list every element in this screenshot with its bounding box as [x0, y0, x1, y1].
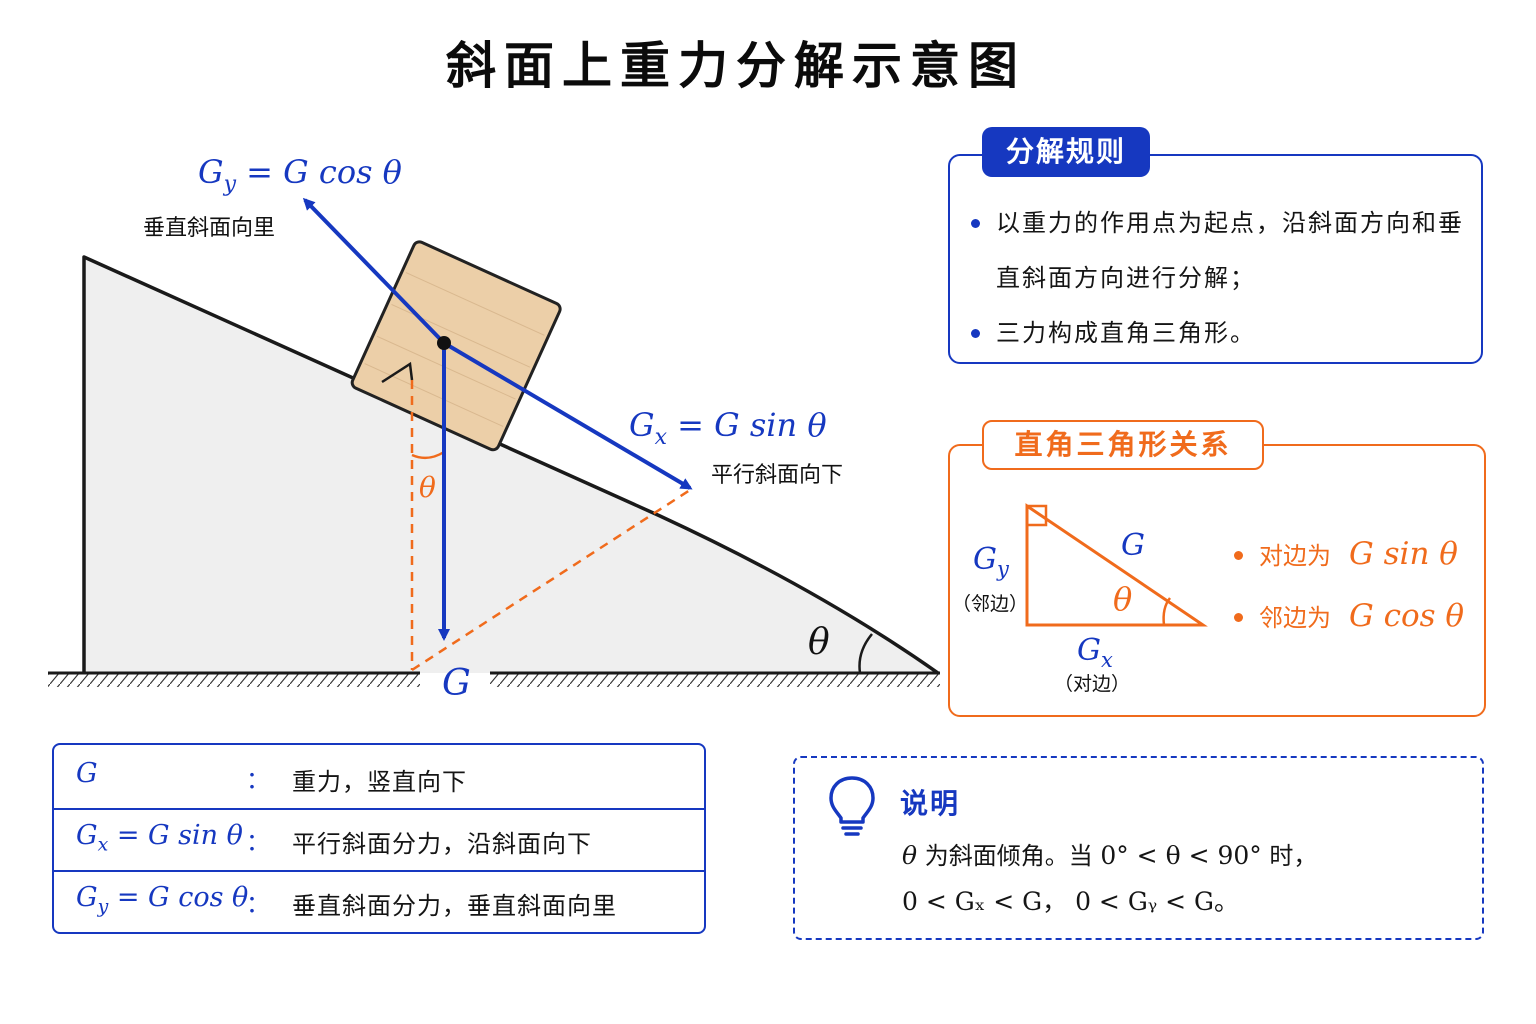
legend-row: G ： 重力，竖直向下 [54, 748, 704, 810]
page-title: 斜面上重力分解示意图 [446, 37, 1026, 95]
rule-item: 三力构成直角三角形。 [968, 306, 1468, 361]
legend-description: 平行斜面分力，沿斜面向下 [292, 830, 592, 858]
incline-slope [84, 257, 938, 673]
base-theta-label: θ [808, 622, 830, 663]
legend-colon: ： [246, 890, 270, 918]
triangle-theta-label: θ [1113, 580, 1132, 618]
legend-row: Gy = G cos θ ： 垂直斜面分力，垂直斜面向里 [54, 870, 704, 934]
rule-item: 以重力的作用点为起点，沿斜面方向和垂直斜面方向进行分解； [968, 196, 1468, 306]
legend-symbol: Gx = G sin θ [76, 820, 243, 856]
note-line-1: θ 为斜面倾角。当 0° < θ < 90° 时， [902, 841, 1318, 870]
symbol-legend: G ： 重力，竖直向下 Gx = G sin θ ： 平行斜面分力，沿斜面向下 … [52, 743, 706, 934]
note-title: 说明 [900, 787, 961, 820]
base-angle-arc [858, 633, 873, 674]
inner-theta-label: θ [419, 471, 436, 504]
gy-formula: Gy = G cos θ [198, 153, 402, 197]
gx-direction: 平行斜面向下 [711, 463, 843, 488]
triangle-panel [948, 444, 1486, 717]
legend-symbol: G [76, 758, 98, 789]
right-angle-mark [381, 361, 414, 384]
gy-arrow [302, 197, 446, 345]
rules-heading: 分解规则 [982, 127, 1150, 177]
triangle-gy-note: （邻边） [952, 593, 1028, 615]
relation-formula: G sin θ [1349, 536, 1458, 572]
triangle-heading: 直角三角形关系 [982, 420, 1264, 470]
legend-description: 垂直斜面分力，垂直斜面向里 [292, 892, 617, 920]
lightbulb-icon [829, 776, 875, 836]
note-panel [793, 756, 1484, 940]
g-label: G [442, 663, 471, 704]
triangle-gx-label: Gx [1077, 633, 1113, 672]
legend-description: 重力，竖直向下 [292, 768, 467, 796]
legend-colon: ： [246, 828, 270, 856]
note-line-2: 0 < Gₓ < G， 0 < Gᵧ < G。 [902, 887, 1240, 916]
legend-row: Gx = G sin θ ： 平行斜面分力，沿斜面向下 [54, 808, 704, 872]
rules-panel [948, 154, 1483, 364]
relation-label: 对边为 [1259, 542, 1331, 570]
triangle-gx-note: （对边） [1054, 673, 1130, 695]
triangle-gy-label: Gy [973, 542, 1010, 581]
gx-arrow [442, 341, 693, 490]
dash-parallel [411, 488, 691, 672]
legend-colon: ： [246, 766, 270, 794]
relation-formula: G cos θ [1349, 598, 1465, 634]
relation-opposite: 对边为 G sin θ [1234, 536, 1458, 572]
gy-direction: 垂直斜面向里 [143, 216, 275, 241]
bullet-dot [1234, 613, 1243, 622]
ground-hatch-left [48, 673, 420, 687]
legend-symbol: Gy = G cos θ [76, 882, 249, 918]
inner-angle-arc [411, 450, 445, 460]
mini-right-triangle [1025, 503, 1208, 627]
relation-label: 邻边为 [1259, 604, 1331, 632]
triangle-hyp-label: G [1121, 528, 1145, 563]
gx-formula: Gx = G sin θ [629, 406, 827, 450]
ground-hatch-right [490, 673, 940, 687]
application-point [437, 336, 451, 350]
bullet-dot [1234, 551, 1243, 560]
incline-outline [82, 255, 940, 675]
rules-list: 以重力的作用点为起点，沿斜面方向和垂直斜面方向进行分解； 三力构成直角三角形。 [968, 196, 1468, 361]
relation-adjacent: 邻边为 G cos θ [1234, 598, 1464, 634]
